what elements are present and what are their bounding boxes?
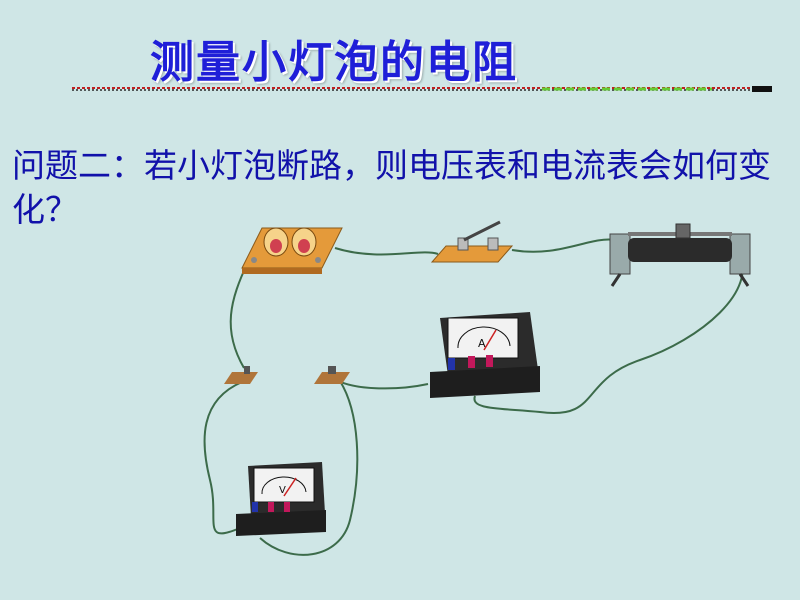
ammeter: A bbox=[430, 312, 540, 398]
bulb-board bbox=[241, 227, 343, 274]
title-underline bbox=[72, 86, 772, 92]
switch bbox=[430, 220, 514, 263]
voltmeter: V bbox=[236, 462, 326, 536]
wires bbox=[203, 238, 744, 556]
ammeter-symbol: A bbox=[478, 337, 486, 350]
voltmeter-symbol: V bbox=[279, 485, 286, 496]
question-text: 问题二：若小灯泡断路，则电压表和电流表会如何变化？ bbox=[12, 146, 771, 229]
terminal-left bbox=[224, 366, 258, 384]
slide-title: 测量小灯泡的电阻 bbox=[150, 37, 518, 88]
terminal-right bbox=[314, 366, 350, 384]
rheostat bbox=[609, 223, 751, 287]
switch-lever-icon bbox=[463, 220, 501, 242]
